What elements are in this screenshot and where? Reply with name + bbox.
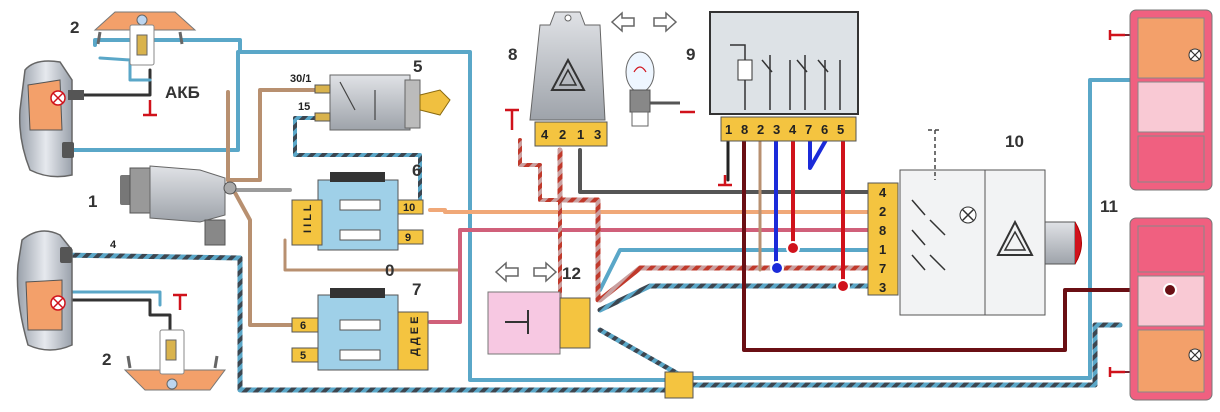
label-headlight-top: 1: [88, 192, 97, 211]
direction-arrows-top: [610, 11, 678, 33]
headlight-top: [18, 60, 84, 178]
label-rear-lamp: 11: [1100, 197, 1118, 216]
label-ground: 0: [385, 261, 394, 280]
ignition-switch: [314, 74, 451, 131]
label-hazard-relay: 8: [508, 45, 517, 64]
switch-pin-3: 3: [879, 280, 886, 295]
label-fuse-upper: 6: [412, 161, 421, 180]
relay-pin-3: 3: [594, 127, 601, 142]
label-battery: АКБ: [165, 83, 200, 102]
hazard-switch: [867, 129, 1082, 316]
rear-lamp-bottom: [1129, 217, 1213, 401]
label-fuse-lower: 7: [412, 280, 421, 299]
conn-pin-4: 4: [789, 122, 797, 137]
relay-pin-2: 2: [559, 127, 566, 142]
label-ign-15: 15: [298, 101, 310, 113]
label-fuse-upper-pin-9: 9: [405, 232, 411, 244]
label-fuse-upper-side: I I L L: [302, 204, 314, 233]
conn-pin-1: 1: [725, 122, 732, 137]
label-hazard-switch: 10: [1005, 132, 1024, 151]
conn-pin-2: 2: [757, 122, 764, 137]
side-repeater-bottom: [123, 329, 226, 391]
label-side-repeater-bottom: 2: [102, 350, 111, 369]
label-side-lamp: 9: [686, 45, 695, 64]
labels: 1 2 2 4 5 6 7 8 9 10 11 12 АКБ 0 30/1 15…: [70, 18, 1118, 369]
alternator: [120, 165, 237, 246]
label-turn-switch: 12: [562, 264, 581, 283]
junction-dots: [770, 241, 1177, 297]
direction-arrows-bottom: [494, 261, 558, 283]
ground-symbols: [143, 30, 1125, 377]
relay-pin-4: 4: [541, 127, 549, 142]
relay-pin-1: 1: [577, 127, 584, 142]
label-ignition-switch: 5: [413, 57, 422, 76]
conn-pin-5: 5: [837, 122, 844, 137]
conn-pin-8: 8: [741, 122, 748, 137]
side-lamp: [625, 51, 680, 127]
label-alternator: 4: [110, 239, 117, 251]
label-fuse-lower-pin-6: 6: [300, 320, 306, 332]
headlight-bottom: [16, 230, 73, 351]
fuse-block-lower: [291, 288, 429, 371]
fuse-block-upper: [291, 172, 424, 251]
label-fuse-lower-side: Д Д Е Е: [409, 316, 421, 356]
conn-pin-7: 7: [805, 122, 812, 137]
switch-pin-4: 4: [879, 185, 887, 200]
label-side-repeater-top: 2: [70, 18, 79, 37]
conn-pin-3: 3: [773, 122, 780, 137]
switch-pin-1: 1: [879, 242, 886, 257]
label-fuse-lower-pin-5: 5: [300, 350, 306, 362]
connector-block: [709, 11, 859, 142]
label-fuse-upper-pin-10: 10: [403, 202, 415, 214]
side-repeater-top: [93, 11, 197, 66]
switch-pin-2: 2: [879, 204, 886, 219]
wires: [57, 34, 1191, 393]
switch-pin-8: 8: [879, 223, 886, 238]
turn-switch: [487, 291, 591, 355]
conn-pin-6: 6: [821, 122, 828, 137]
junction-connector: [664, 371, 694, 399]
switch-pin-7: 7: [879, 261, 886, 276]
rear-lamp-top: [1129, 9, 1213, 191]
hazard-relay: [529, 11, 608, 147]
label-ign-30-1: 30/1: [290, 73, 311, 85]
